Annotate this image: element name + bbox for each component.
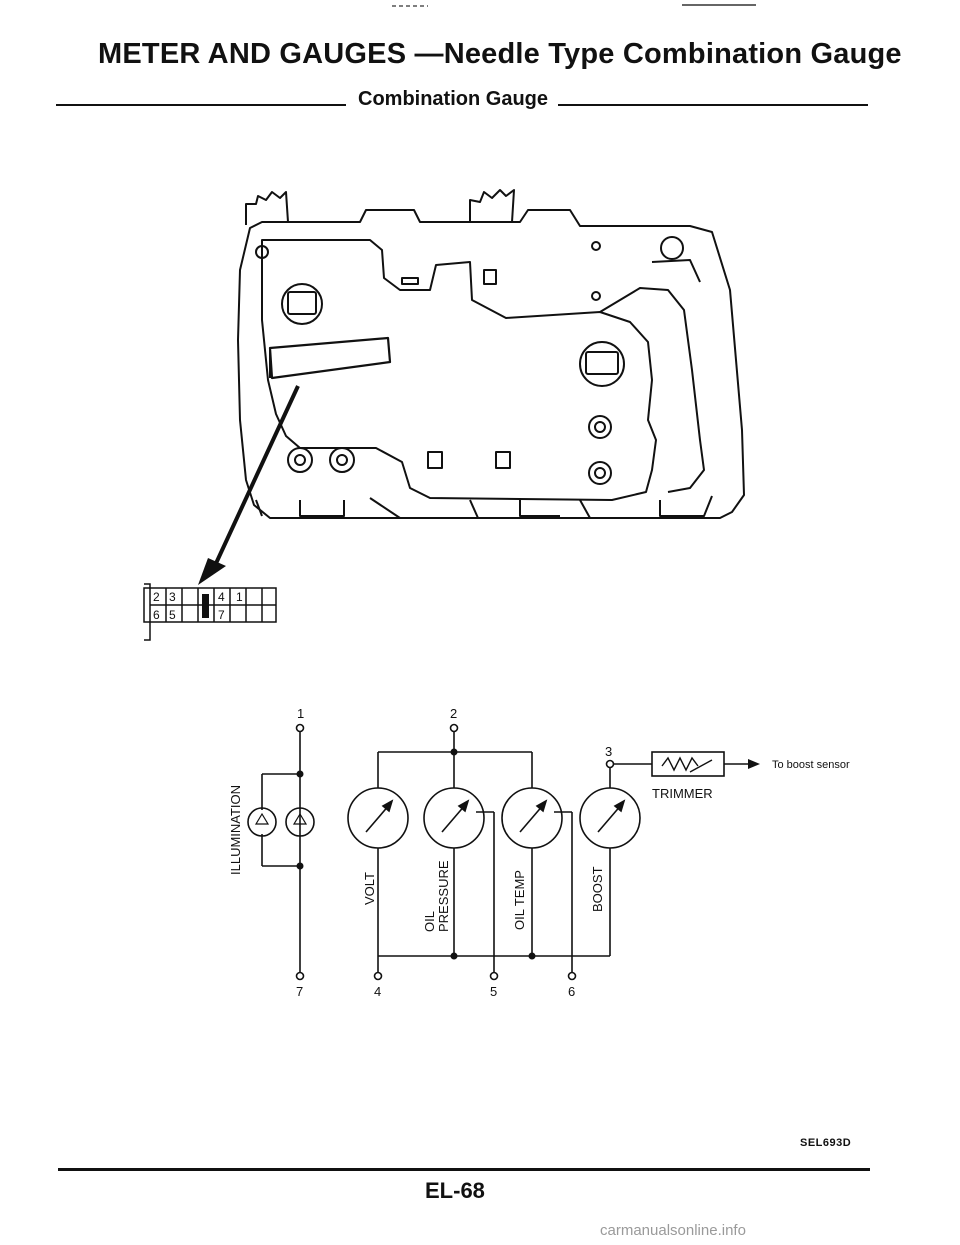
gauge-labels: ILLUMINATION VOLT OIL PRESSURE OIL TEMP …	[228, 785, 605, 932]
svg-text:2: 2	[153, 590, 160, 604]
svg-text:1: 1	[236, 590, 243, 604]
footer-rule	[58, 1168, 870, 1171]
svg-text:7: 7	[296, 984, 303, 999]
heading-rule-left	[56, 104, 346, 106]
combination-gauge-diagram: 2 3 4 1 6 5 7	[143, 189, 850, 999]
page-title: METER AND GAUGES —Needle Type Combinatio…	[98, 38, 902, 70]
terminal-numbers: 1 2 3 4 5 6 7	[296, 706, 612, 999]
schematic-wiring	[247, 723, 760, 981]
page-number: EL-68	[425, 1178, 485, 1203]
svg-text:4: 4	[218, 590, 225, 604]
svg-text:7: 7	[218, 608, 225, 622]
gauge-needles	[365, 799, 626, 833]
scan-marks	[392, 4, 756, 7]
svg-text:2: 2	[450, 706, 457, 721]
trimmer-labels: TRIMMER To boost sensor	[652, 759, 850, 801]
junction-dots	[296, 748, 536, 960]
figure-code: SEL693D	[800, 1137, 852, 1149]
svg-text:4: 4	[374, 984, 381, 999]
gauge-housing-drawing	[237, 189, 745, 519]
oil-label: OIL	[422, 911, 437, 932]
trimmer-label: TRIMMER	[652, 786, 713, 801]
volt-label: VOLT	[362, 872, 377, 905]
connector-pinout	[143, 583, 277, 641]
svg-text:3: 3	[169, 590, 176, 604]
svg-text:1: 1	[297, 706, 304, 721]
connector-arrow	[198, 385, 300, 585]
svg-text:5: 5	[490, 984, 497, 999]
watermark-text: carmanualsonline.info	[600, 1222, 746, 1239]
heading-rule-right	[558, 104, 868, 106]
svg-text:5: 5	[169, 608, 176, 622]
section-subtitle: Combination Gauge	[358, 88, 548, 110]
pressure-label: PRESSURE	[436, 860, 451, 932]
svg-text:6: 6	[153, 608, 160, 622]
illumination-label: ILLUMINATION	[228, 785, 243, 875]
connector-pin-labels: 2 3 4 1 6 5 7	[153, 590, 243, 622]
boost-sensor-label: To boost sensor	[772, 759, 850, 771]
oil-temp-label: OIL TEMP	[512, 870, 527, 930]
boost-label: BOOST	[590, 866, 605, 912]
section-heading: Combination Gauge	[56, 88, 868, 112]
svg-text:3: 3	[605, 744, 612, 759]
svg-text:6: 6	[568, 984, 575, 999]
